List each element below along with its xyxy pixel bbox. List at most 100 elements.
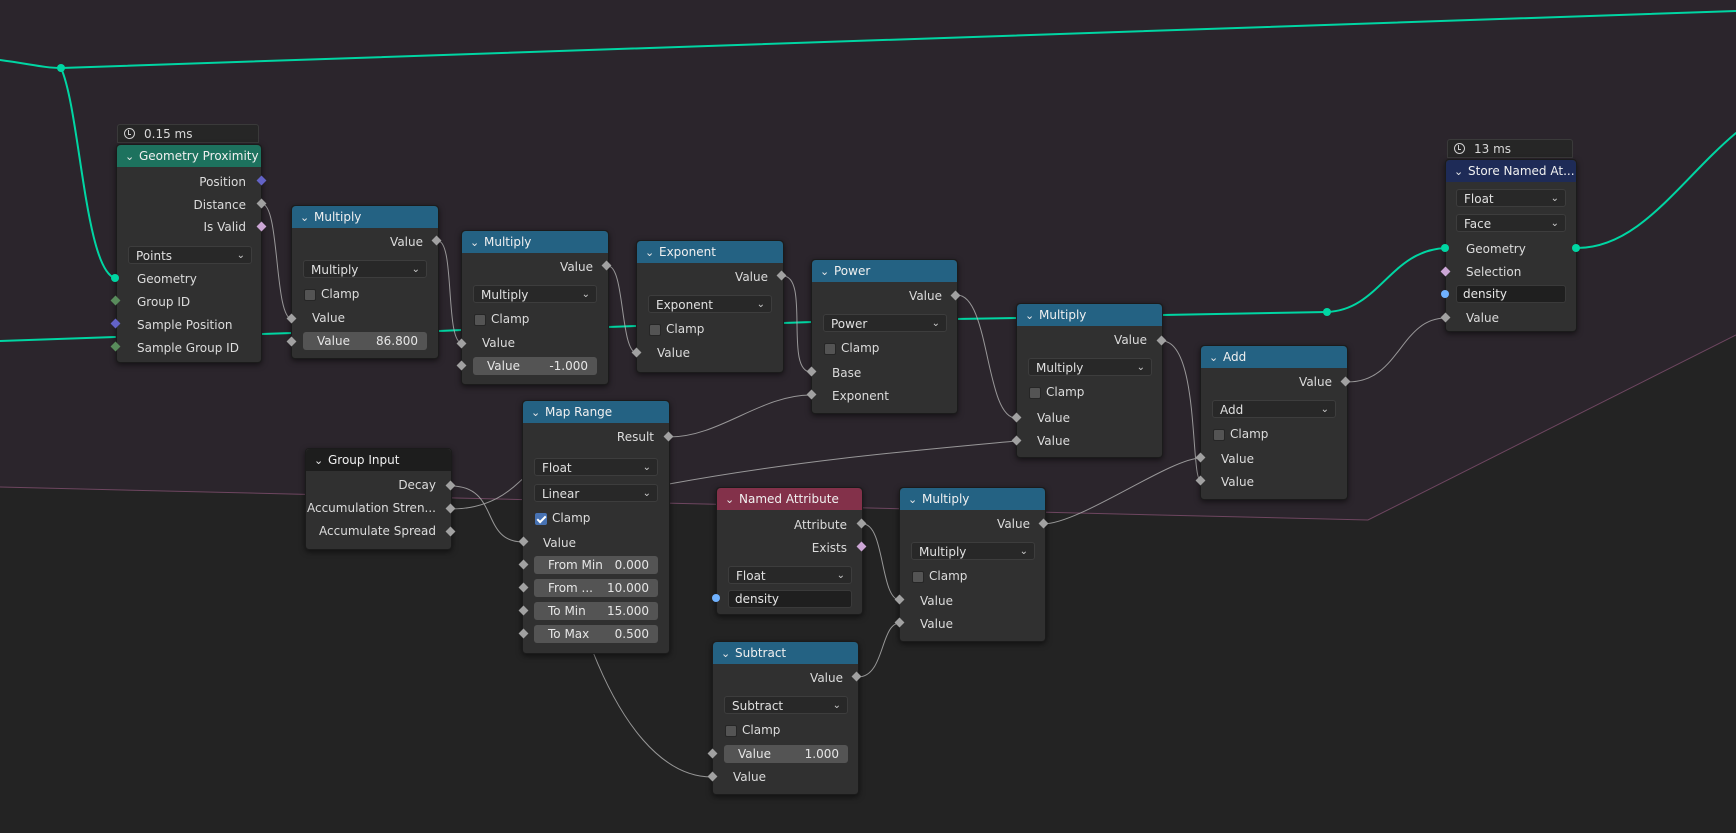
chevron-down-icon: ⌄ [1550,193,1559,204]
field-value: -1.000 [549,359,588,373]
from-max-field[interactable]: From ...10.000 [534,579,658,597]
node-header[interactable]: ⌄Group Input [306,449,451,471]
socket-label: Geometry [137,272,197,286]
node-header[interactable]: ⌄ Map Range [523,401,669,423]
node-add[interactable]: ⌄Add Value Add⌄ Clamp Value Value [1200,345,1348,500]
chevron-down-icon[interactable]: ⌄ [314,453,324,467]
socket-label: Exists [811,541,847,555]
operation-dropdown[interactable]: Subtract⌄ [724,696,848,714]
clamp-checkbox[interactable] [1029,387,1041,399]
chevron-down-icon[interactable]: ⌄ [1454,164,1464,178]
socket-label: Value [312,311,345,325]
socket-label: Value [1466,311,1499,325]
node-named-attribute[interactable]: ⌄Named Attribute Attribute Exists Float⌄… [716,487,863,615]
chevron-down-icon[interactable]: ⌄ [820,264,830,278]
string-input-socket[interactable] [1441,290,1449,298]
chevron-down-icon[interactable]: ⌄ [721,646,731,660]
data-type-dropdown[interactable]: Float⌄ [728,566,852,584]
node-header[interactable]: ⌄ Power [812,260,957,282]
node-multiply-1[interactable]: ⌄Multiply Value Multiply⌄ Clamp Value Va… [291,205,439,359]
chevron-down-icon[interactable]: ⌄ [1209,350,1219,364]
chevron-down-icon[interactable]: ⌄ [300,210,310,224]
domain-dropdown[interactable]: Face⌄ [1456,214,1566,232]
chevron-down-icon[interactable]: ⌄ [645,245,655,259]
clamp-checkbox[interactable] [1213,429,1225,441]
geometry-input-socket[interactable] [111,274,119,282]
clamp-checkbox[interactable] [912,571,924,583]
node-header[interactable]: ⌄Multiply [1017,304,1162,326]
node-group-input[interactable]: ⌄Group Input Decay Accumulation Stren...… [305,448,452,550]
clamp-checkbox[interactable] [304,289,316,301]
timing-value: 0.15 ms [144,127,193,141]
socket-label: Distance [193,198,246,212]
clamp-label: Clamp [491,312,530,326]
chevron-down-icon[interactable]: ⌄ [725,492,735,506]
data-type-dropdown[interactable]: Float⌄ [534,458,658,476]
data-type-dropdown[interactable]: Float⌄ [1456,189,1566,207]
dropdown-value: Multiply [481,288,529,302]
field-value: 86.800 [376,334,418,348]
node-header[interactable]: ⌄Multiply [462,231,608,253]
interpolation-dropdown[interactable]: Linear⌄ [534,484,658,502]
node-header[interactable]: ⌄Multiply [900,488,1045,510]
node-map-range[interactable]: ⌄Map Range Result Float⌄ Linear⌄ Clamp V… [522,400,670,654]
node-title: Add [1223,350,1247,364]
clamp-checkbox[interactable] [474,314,486,326]
operation-dropdown[interactable]: Multiply⌄ [303,260,427,278]
node-header[interactable]: ⌄Multiply [292,206,438,228]
node-multiply-4[interactable]: ⌄Multiply Value Multiply⌄ Clamp Value Va… [899,487,1046,642]
chevron-down-icon: ⌄ [756,299,765,310]
operation-dropdown[interactable]: Exponent ⌄ [648,295,772,313]
string-input-socket[interactable] [712,594,720,602]
stopwatch-icon [124,128,135,139]
node-header[interactable]: ⌄ Add [1201,346,1347,368]
clamp-checkbox[interactable] [535,513,547,525]
dropdown-value: Exponent [656,298,713,312]
clamp-checkbox[interactable] [725,725,737,737]
geometry-output-socket[interactable] [1572,244,1580,252]
clamp-checkbox[interactable] [824,343,836,355]
dropdown-value: Multiply [1036,361,1084,375]
chevron-down-icon[interactable]: ⌄ [531,405,541,419]
operation-dropdown[interactable]: Add⌄ [1212,400,1336,418]
name-input[interactable]: density [1456,285,1566,303]
node-title: Power [834,264,871,278]
socket-label: Decay [398,478,436,492]
name-input[interactable]: density [728,590,852,608]
node-header[interactable]: ⌄Exponent [637,241,783,263]
chevron-down-icon[interactable]: ⌄ [908,492,918,506]
mode-dropdown[interactable]: Points⌄ [128,246,252,264]
geometry-input-socket[interactable] [1441,244,1449,252]
operation-dropdown[interactable]: Power⌄ [823,314,947,332]
socket-label: Geometry [1466,242,1526,256]
node-multiply-3[interactable]: ⌄Multiply Value Multiply⌄ Clamp Value Va… [1016,303,1163,458]
clamp-checkbox[interactable] [649,324,661,336]
chevron-down-icon[interactable]: ⌄ [1025,308,1035,322]
value-field[interactable]: Value-1.000 [473,357,597,375]
node-header[interactable]: ⌄Subtract [713,642,858,664]
node-multiply-2[interactable]: ⌄Multiply Value Multiply⌄ Clamp Value Va… [461,230,609,385]
node-exponent[interactable]: ⌄Exponent Value Exponent⌄ Clamp Value [636,240,784,373]
socket-label: Value [482,336,515,350]
operation-dropdown[interactable]: Multiply⌄ [1028,358,1152,376]
field-label: From ... [548,581,593,595]
node-store-named-attribute[interactable]: ⌄Store Named At... Float⌄ Face⌄ Geometry… [1445,159,1577,332]
node-power[interactable]: ⌄Power Value Power⌄ Clamp Base Exponent [811,259,958,414]
dropdown-value: Float [542,461,572,475]
chevron-down-icon[interactable]: ⌄ [125,149,135,163]
node-geometry-proximity[interactable]: ⌄Geometry Proximity Position Distance Is… [116,144,262,363]
stopwatch-icon [1454,143,1465,154]
operation-dropdown[interactable]: Multiply⌄ [473,285,597,303]
operation-dropdown[interactable]: Multiply⌄ [911,542,1035,560]
node-header[interactable]: ⌄Named Attribute [717,488,862,510]
node-title: Map Range [545,405,613,419]
node-header[interactable]: ⌄Geometry Proximity [117,145,261,167]
chevron-down-icon[interactable]: ⌄ [470,235,480,249]
node-header[interactable]: ⌄Store Named At... [1446,160,1576,182]
